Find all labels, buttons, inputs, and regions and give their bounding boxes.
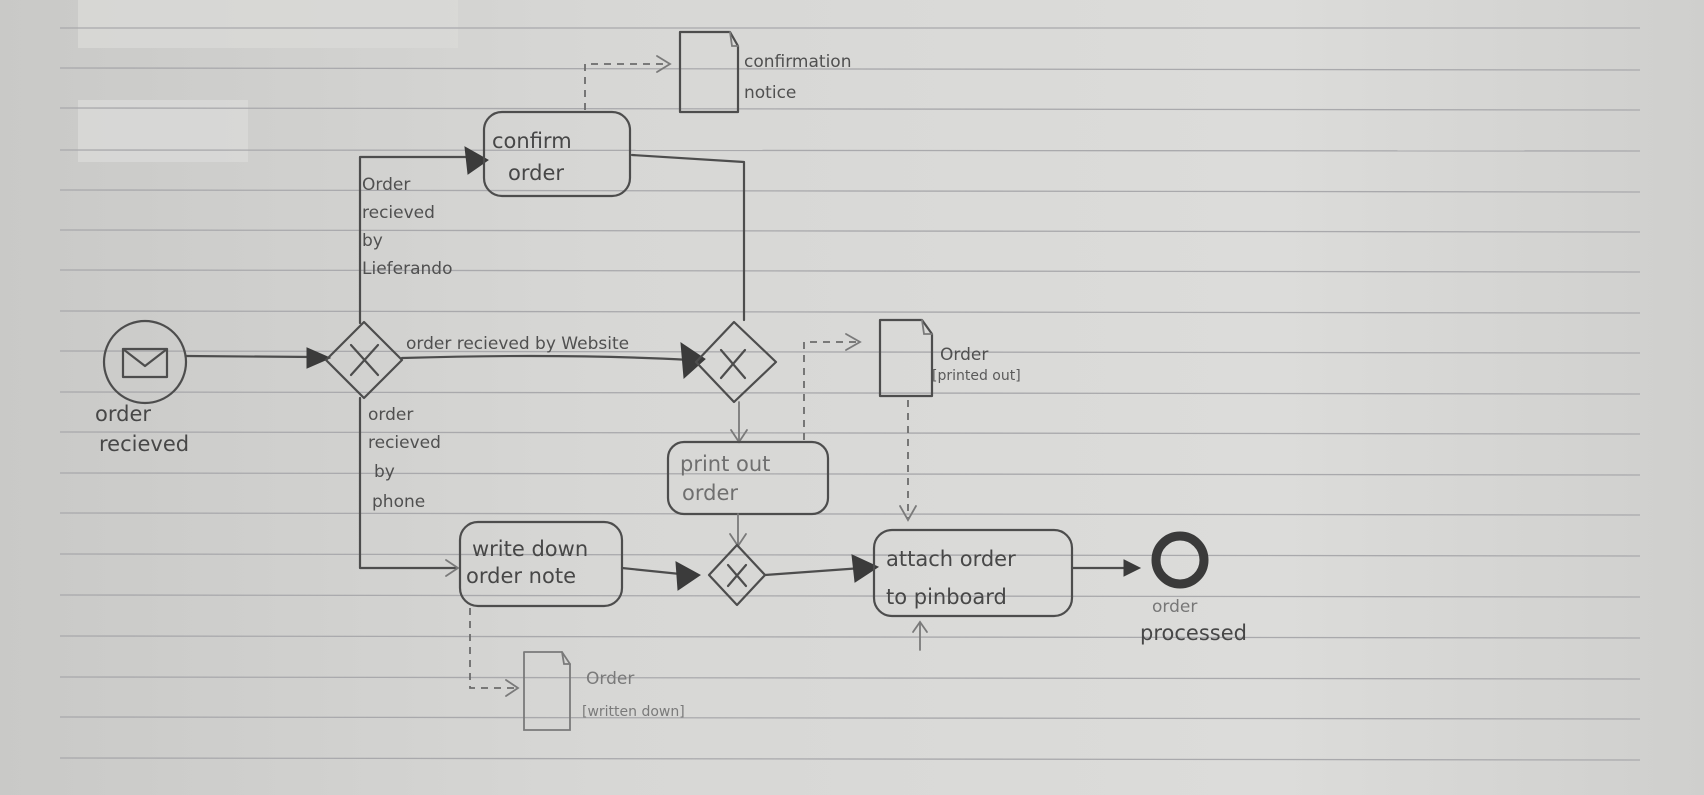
flow-label-phone: order recieved by phone [368, 405, 441, 512]
data-object-order-printed-out: Order [printed out] [878, 318, 1021, 398]
task-confirm-order: confirm order [482, 110, 632, 198]
task-attach-order-to-pinboard: attach order to pinboard [872, 528, 1074, 651]
sequence-flow-join-to-attach [763, 554, 880, 583]
association-write-to-written-order [469, 608, 520, 697]
data-object-confirmation-notice: confirmation notice [678, 30, 851, 114]
svg-text:by: by [374, 462, 395, 482]
svg-text:Order: Order [362, 175, 410, 195]
svg-text:order: order [508, 161, 564, 185]
start-event-label-line2: recieved [99, 432, 189, 456]
flow-label-lieferando: Order recieved by Lieferando [362, 175, 452, 279]
sequence-flow-phone [358, 396, 460, 577]
end-event-label-line1: order [1152, 597, 1197, 617]
svg-text:[printed out]: [printed out] [932, 368, 1021, 384]
svg-text:recieved: recieved [368, 433, 441, 453]
sequence-flow-website [400, 342, 706, 380]
svg-text:order: order [368, 405, 413, 425]
start-event: order recieved [95, 319, 189, 456]
association-print-to-printed-order [803, 333, 862, 440]
data-object-order-written-down: Order [written down] [523, 651, 685, 731]
flow-label-website: order recieved by Website [406, 334, 629, 354]
svg-text:notice: notice [744, 83, 796, 103]
ruled-lines [59, 27, 1641, 761]
svg-text:Order: Order [586, 669, 634, 689]
svg-text:recieved: recieved [362, 203, 435, 223]
blurred-name-area [78, 100, 248, 162]
envelope-icon [121, 347, 169, 379]
svg-text:[written down]: [written down] [582, 704, 685, 720]
svg-text:order note: order note [466, 564, 576, 588]
join-gateway-bottom [707, 543, 767, 607]
sequence-flow-start-to-split [184, 347, 332, 369]
start-event-label-line1: order [95, 402, 151, 426]
svg-text:order: order [682, 481, 738, 505]
association-printed-order-to-attach [899, 400, 917, 522]
sequence-flow-confirm-to-merge [630, 153, 746, 322]
association-confirm-to-notice [584, 55, 672, 110]
svg-text:attach order: attach order [886, 547, 1016, 571]
sequence-flow-lieferando [358, 146, 489, 325]
blurred-header-area [78, 0, 458, 48]
svg-text:to pinboard: to pinboard [886, 585, 1007, 609]
sequence-flow-attach-to-end [1070, 559, 1142, 577]
svg-text:by: by [362, 231, 383, 251]
split-gateway [324, 320, 404, 400]
svg-text:write down: write down [472, 537, 588, 561]
svg-text:confirm: confirm [492, 129, 572, 153]
sequence-flow-write-to-join [620, 561, 701, 591]
end-event-label-line2: processed [1140, 621, 1247, 645]
svg-text:print out: print out [680, 452, 770, 476]
task-write-down-order-note: write down order note [458, 520, 624, 608]
svg-text:confirmation: confirmation [744, 52, 851, 72]
svg-text:Order: Order [940, 345, 988, 365]
svg-text:phone: phone [372, 492, 425, 512]
merge-gateway-top [694, 320, 778, 404]
task-print-out-order: print out order [666, 440, 830, 516]
svg-text:Lieferando: Lieferando [362, 259, 452, 279]
end-event: order processed [1140, 531, 1247, 645]
